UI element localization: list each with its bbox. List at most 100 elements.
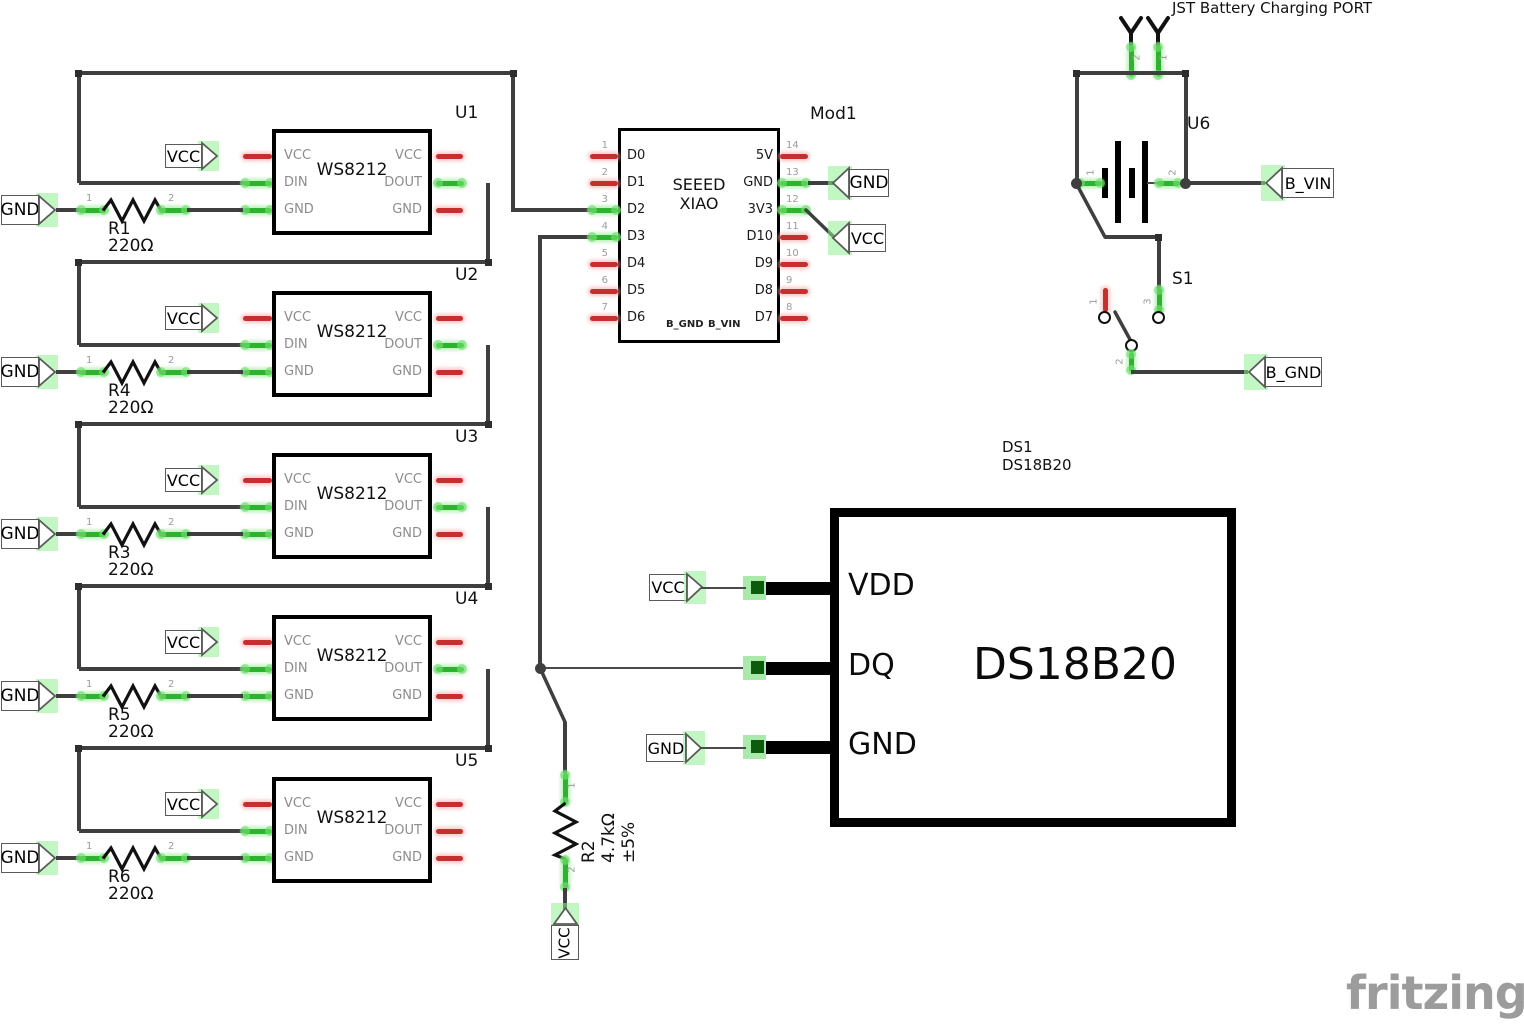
wire[interactable] <box>77 262 81 345</box>
wire[interactable] <box>79 505 245 509</box>
wire-bendpoint[interactable] <box>74 744 82 752</box>
wire[interactable] <box>56 208 80 212</box>
wire[interactable] <box>56 532 80 536</box>
pin-stub-gnd[interactable] <box>243 855 272 861</box>
wire[interactable] <box>511 73 515 212</box>
pin-stub-din[interactable] <box>243 666 272 672</box>
pin-bar-gnd[interactable] <box>757 741 830 754</box>
pin-stub-gnd[interactable] <box>243 531 272 537</box>
wire-diagonal[interactable] <box>532 660 574 730</box>
resistor-lead[interactable] <box>79 693 106 699</box>
pin-bar-vdd[interactable] <box>757 582 830 595</box>
pin-stub-gnd[interactable] <box>436 693 463 699</box>
pin-stub-vcc[interactable] <box>436 477 463 483</box>
ws8212-chip[interactable] <box>272 453 432 559</box>
pin-stub-d0[interactable] <box>590 153 618 159</box>
pin-stub-dout[interactable] <box>436 666 464 672</box>
pin-stub-d1[interactable] <box>590 180 618 186</box>
b-vin-net-flag[interactable]: B_VIN <box>1282 168 1334 198</box>
pin-stub-gnd[interactable] <box>436 207 463 213</box>
pin-stub-gnd[interactable] <box>243 207 272 213</box>
wire[interactable] <box>77 424 81 507</box>
resistor-icon[interactable] <box>101 358 163 386</box>
wire[interactable] <box>79 746 490 750</box>
wire-diagonal[interactable] <box>1070 177 1115 243</box>
pin-stub-dout[interactable] <box>436 828 463 834</box>
gnd-net-flag[interactable]: GND <box>849 169 889 197</box>
wire[interactable] <box>486 669 490 750</box>
pin-stub-vcc[interactable] <box>243 477 272 483</box>
pin-stub[interactable] <box>1128 45 1134 77</box>
wire-bendpoint[interactable] <box>484 582 492 590</box>
resistor-lead[interactable] <box>159 207 188 213</box>
wire[interactable] <box>808 181 835 185</box>
pin-stub-d5[interactable] <box>590 288 618 294</box>
pin-stub-5v[interactable] <box>780 153 808 159</box>
resistor-lead[interactable] <box>79 531 106 537</box>
wire[interactable] <box>1105 235 1159 239</box>
b-gnd-net-flag[interactable]: B_GND <box>1265 357 1322 387</box>
gnd-net-flag[interactable]: GND <box>1 519 40 549</box>
wire[interactable] <box>77 73 81 183</box>
resistor-lead[interactable] <box>562 773 568 804</box>
gnd-net-flag[interactable]: GND <box>1 681 40 711</box>
pin-stub-d2[interactable] <box>590 207 618 213</box>
pin-stub-din[interactable] <box>243 180 272 186</box>
pin-stub-vcc[interactable] <box>436 315 463 321</box>
pin-pad[interactable] <box>743 576 766 600</box>
wire-bendpoint[interactable] <box>1072 69 1080 77</box>
resistor-icon[interactable] <box>101 682 163 710</box>
wire[interactable] <box>79 584 490 588</box>
wire-bendpoint[interactable] <box>484 744 492 752</box>
wire[interactable] <box>56 370 80 374</box>
wire[interactable] <box>540 666 744 670</box>
wire[interactable] <box>563 888 567 910</box>
wire[interactable] <box>486 507 490 588</box>
wire-bendpoint[interactable] <box>74 420 82 428</box>
pin-stub-vcc[interactable] <box>243 639 272 645</box>
pin-stub-vcc[interactable] <box>243 315 272 321</box>
gnd-net-flag[interactable]: GND <box>1 195 40 225</box>
wire[interactable] <box>701 586 746 589</box>
pin-pad[interactable] <box>743 735 766 759</box>
ws8212-chip[interactable] <box>272 615 432 721</box>
wire[interactable] <box>79 829 245 833</box>
pin-stub-d4[interactable] <box>590 261 618 267</box>
gnd-net-flag[interactable]: GND <box>1 357 40 387</box>
pin-stub[interactable] <box>1078 180 1102 186</box>
resistor-lead[interactable] <box>79 369 106 375</box>
vcc-net-flag[interactable]: VCC <box>165 468 202 492</box>
vcc-net-flag[interactable]: VCC <box>165 306 202 330</box>
ws8212-chip[interactable] <box>272 291 432 397</box>
resistor-lead[interactable] <box>562 858 568 889</box>
wire[interactable] <box>79 181 245 185</box>
wire[interactable] <box>1184 73 1188 183</box>
wire[interactable] <box>538 235 592 239</box>
pin-stub-dout[interactable] <box>436 342 464 348</box>
wire[interactable] <box>77 748 81 831</box>
xiao-body[interactable] <box>618 128 780 343</box>
wire[interactable] <box>56 694 80 698</box>
wire[interactable] <box>77 586 81 669</box>
vcc-net-flag[interactable]: VCC <box>165 144 202 168</box>
wire[interactable] <box>1075 71 1188 75</box>
pin-stub-gnd[interactable] <box>436 369 463 375</box>
pin-stub-d6[interactable] <box>590 315 618 321</box>
pin-stub-vcc[interactable] <box>243 801 272 807</box>
wire[interactable] <box>77 71 515 75</box>
wire[interactable] <box>1157 237 1161 290</box>
pin-stub-din[interactable] <box>243 828 272 834</box>
battery-plate-icon[interactable] <box>1115 141 1121 223</box>
pin-stub-d3[interactable] <box>590 234 618 240</box>
wire[interactable] <box>1075 73 1079 183</box>
pin-stub-vcc[interactable] <box>436 153 463 159</box>
resistor-lead[interactable] <box>79 855 106 861</box>
pin-pad[interactable] <box>743 656 766 680</box>
wire-bendpoint[interactable] <box>1154 233 1162 241</box>
vcc-net-flag[interactable]: VCC <box>551 925 579 960</box>
pin-stub-din[interactable] <box>243 504 272 510</box>
wire[interactable] <box>79 260 490 264</box>
pin-stub-vcc[interactable] <box>436 801 463 807</box>
pin-stub-din[interactable] <box>243 342 272 348</box>
wire-bendpoint[interactable] <box>74 582 82 590</box>
